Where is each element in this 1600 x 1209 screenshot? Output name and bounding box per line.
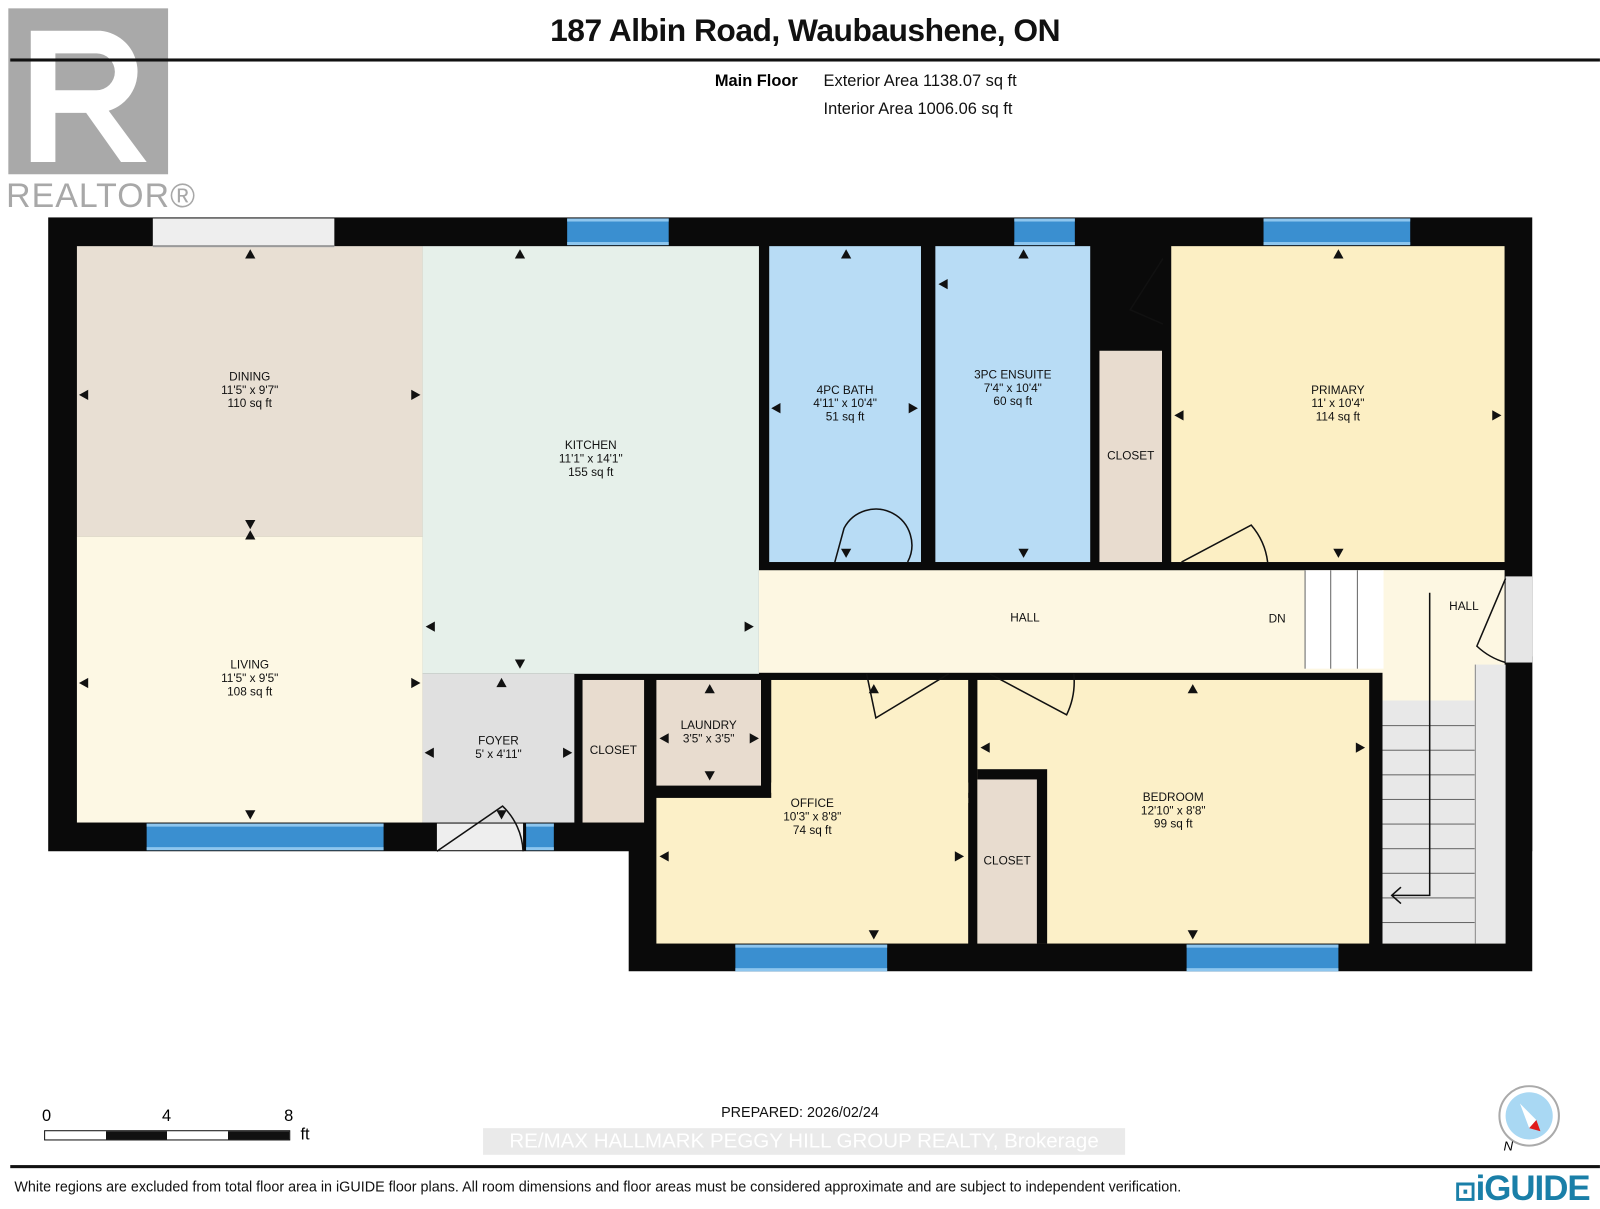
- dimension-arrow: [1187, 930, 1198, 940]
- dimension-arrow: [704, 684, 715, 694]
- dimension-arrow: [514, 659, 526, 669]
- dimension-arrow: [868, 684, 879, 694]
- dimension-arrow: [1018, 548, 1029, 558]
- closet-bedroom: CLOSET: [977, 779, 1037, 944]
- window: [567, 218, 669, 246]
- stair-tread: [1382, 823, 1475, 825]
- dimension-arrow: [411, 677, 421, 689]
- stairs-lower: [1382, 700, 1475, 944]
- dimension-arrow: [425, 621, 435, 632]
- dimension-arrow: [245, 519, 256, 530]
- dimension-arrow: [411, 389, 421, 400]
- stair-tread: [1382, 922, 1475, 924]
- header-divider: [10, 58, 1600, 62]
- stairs-upper: [1304, 570, 1384, 669]
- prepared-date: PREPARED: 2026/02/24: [721, 1103, 879, 1120]
- iguide-logo: ⊡iGUIDE: [1454, 1169, 1590, 1209]
- stair-tread: [1382, 798, 1475, 800]
- dimension-arrow: [496, 677, 507, 688]
- dimension-arrow: [744, 621, 754, 632]
- brokerage-watermark: RE/MAX HALLMARK PEGGY HILL GROUP REALTY,…: [483, 1128, 1126, 1155]
- dimension-arrow: [514, 249, 526, 259]
- stair-tread: [1382, 897, 1475, 899]
- room-office-upper: [771, 679, 969, 793]
- dimension-arrow: [1174, 410, 1184, 421]
- scale-tick: 4: [162, 1107, 172, 1126]
- dimension-arrow: [840, 548, 852, 558]
- scale-tick: 0: [42, 1107, 52, 1126]
- stair-tread: [1382, 872, 1475, 874]
- stair-tread: [1382, 725, 1475, 727]
- page-title: 187 Albin Road, Waubaushene, ON: [550, 12, 1061, 49]
- dimension-arrow: [954, 851, 965, 862]
- dimension-arrow: [1018, 249, 1029, 259]
- entry-door: [436, 823, 524, 851]
- closet-foyer: CLOSET: [582, 679, 645, 823]
- interior-area: Interior Area 1006.06 sq ft: [823, 100, 1013, 118]
- stair-tread: [1382, 848, 1475, 850]
- dimension-arrow: [1333, 249, 1344, 259]
- hall2-label: HALL: [1449, 601, 1479, 614]
- dimension-arrow: [245, 249, 256, 259]
- dimension-arrow: [496, 810, 507, 820]
- dimension-arrow: [1187, 684, 1198, 694]
- dimension-arrow: [1492, 410, 1502, 421]
- dimension-arrow: [840, 249, 852, 259]
- sliding-door: [152, 218, 335, 248]
- dimension-arrow: [980, 742, 990, 753]
- window: [1014, 218, 1075, 246]
- realtor-wordmark: REALTOR®: [6, 176, 197, 215]
- dimension-arrow: [78, 677, 89, 689]
- dimension-arrow: [908, 403, 918, 414]
- window: [1186, 944, 1339, 972]
- disclaimer: White regions are excluded from total fl…: [14, 1178, 1182, 1195]
- realtor-logo: [8, 8, 169, 175]
- dimension-arrow: [749, 733, 759, 744]
- dimension-arrow: [78, 389, 89, 400]
- window: [735, 944, 888, 972]
- scale-tick: 8: [284, 1107, 294, 1126]
- side-door: [1505, 576, 1533, 663]
- footer-divider: [10, 1165, 1600, 1169]
- dimension-arrow: [245, 530, 256, 540]
- dimension-arrow: [938, 278, 948, 290]
- stair-tread: [1382, 774, 1475, 776]
- closet-ensuite: CLOSET: [1099, 350, 1163, 563]
- dimension-arrow: [659, 733, 669, 744]
- stair-landing: [1474, 664, 1506, 944]
- scale-unit: ft: [300, 1126, 310, 1144]
- dimension-arrow: [1355, 742, 1366, 753]
- dimension-arrow: [563, 747, 573, 758]
- window: [526, 823, 554, 851]
- dimension-arrow: [771, 403, 781, 414]
- dimension-arrow: [245, 810, 256, 820]
- stair-tread: [1382, 749, 1475, 751]
- exterior-area: Exterior Area 1138.07 sq ft: [823, 72, 1017, 91]
- dimension-arrow: [659, 851, 669, 862]
- window: [1263, 218, 1411, 246]
- stairs-dn-label: DN: [1268, 613, 1286, 626]
- dimension-arrow: [1333, 548, 1344, 558]
- hall-label: HALL: [1010, 612, 1040, 625]
- window: [146, 823, 384, 851]
- dimension-arrow: [868, 930, 879, 940]
- door-swings: [436, 508, 1431, 905]
- compass-icon: [1498, 1085, 1560, 1147]
- dimension-arrow: [424, 747, 434, 758]
- floor-name: Main Floor: [714, 72, 798, 91]
- dimension-arrow: [704, 771, 715, 781]
- compass-label: N: [1503, 1138, 1514, 1154]
